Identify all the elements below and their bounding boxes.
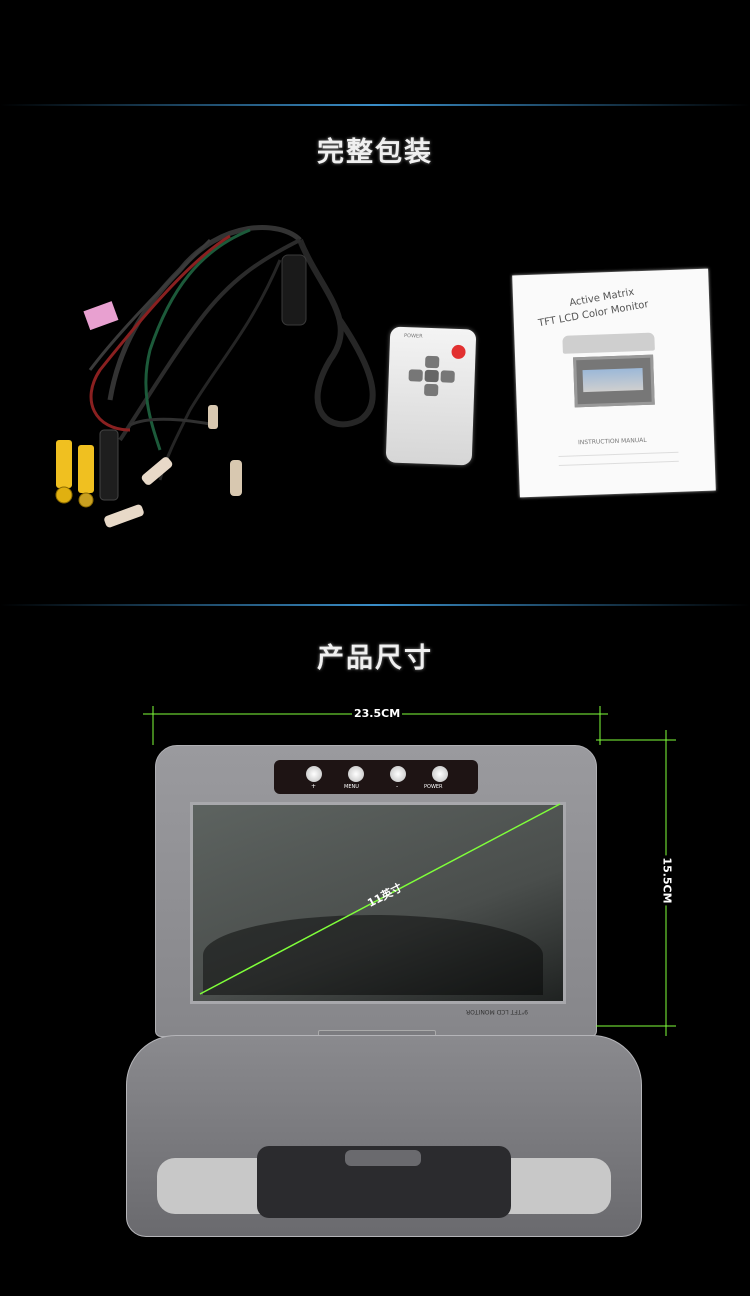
base-latch bbox=[345, 1150, 421, 1166]
monitor-dimensions: + MENU - POWER 9"TFT LCD MONITOR 23.5CM … bbox=[0, 690, 750, 1296]
manual-monitor-image bbox=[558, 332, 661, 415]
power-button-icon bbox=[451, 344, 466, 360]
base-grille-right bbox=[501, 1158, 611, 1214]
height-label: 15.5CM bbox=[660, 855, 674, 906]
monitor-base bbox=[126, 1035, 642, 1237]
dpad-up-icon bbox=[424, 355, 440, 369]
instruction-manual: Active Matrix TFT LCD Color Monitor INST… bbox=[512, 268, 716, 498]
remote-label: POWER bbox=[403, 333, 423, 340]
button-label-minus: - bbox=[396, 783, 399, 790]
manual-subtitle: INSTRUCTION MANUAL bbox=[577, 436, 647, 447]
base-grille-left bbox=[157, 1158, 267, 1214]
remote-control: POWER bbox=[385, 326, 477, 466]
button-minus-icon bbox=[390, 766, 406, 782]
button-power-icon bbox=[432, 766, 448, 782]
button-menu-icon bbox=[348, 766, 364, 782]
divider-middle bbox=[0, 604, 750, 606]
dpad-right-icon bbox=[440, 370, 455, 383]
button-strip: + MENU - POWER bbox=[274, 760, 478, 794]
section-title-size: 产品尺寸 bbox=[317, 643, 433, 674]
dpad-down-icon bbox=[424, 383, 439, 397]
section-title-package: 完整包装 bbox=[317, 137, 433, 168]
divider-top bbox=[0, 104, 750, 106]
manual-small-text bbox=[558, 451, 679, 466]
dimension-lines bbox=[143, 706, 676, 1036]
button-label-plus: + bbox=[311, 783, 317, 790]
package-contents: POWER Active Matrix TFT LCD Color Monito… bbox=[0, 200, 750, 550]
width-label: 23.5CM bbox=[352, 707, 403, 720]
button-label-power: POWER bbox=[424, 784, 443, 790]
monitor-screen-panel: + MENU - POWER 9"TFT LCD MONITOR bbox=[155, 745, 597, 1037]
dpad-left-icon bbox=[408, 369, 423, 382]
cables-illustration bbox=[55, 225, 376, 528]
button-label-menu: MENU bbox=[344, 784, 359, 790]
dpad-center-icon bbox=[424, 369, 439, 383]
button-plus-icon bbox=[306, 766, 322, 782]
screen bbox=[190, 802, 566, 1004]
